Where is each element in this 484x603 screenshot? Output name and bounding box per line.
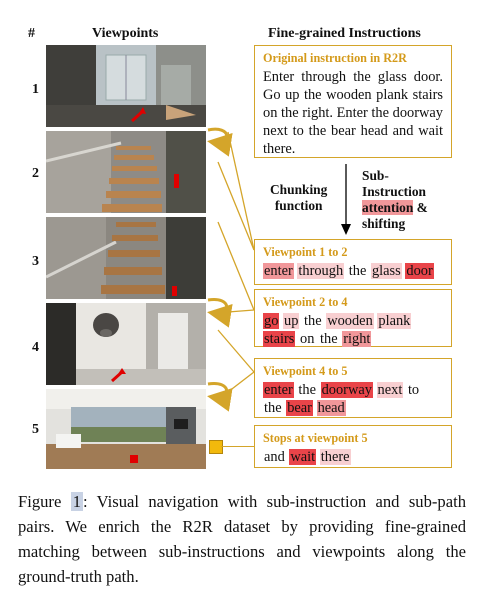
col-header-viewpoints: Viewpoints [92,26,159,41]
subinstruction-box-2: Viewpoint 2 to 4 go up the wooden plank … [254,289,452,347]
token: on [300,331,315,347]
token: bear [286,400,313,416]
subinstruction-tokens-4: and wait there [263,448,443,466]
row-number-2: 2 [32,166,39,181]
subinstruction-title-1: Viewpoint 1 to 2 [263,245,348,259]
token: right [342,331,372,347]
row-number-5: 5 [32,422,39,437]
subinstruction-tokens-3: enter the doorway next to the bear head [263,381,443,417]
token: enter [263,263,294,279]
token: and [264,449,285,465]
down-arrow-icon [341,164,351,235]
subinstruction-box-3: Viewpoint 4 to 5 enter the doorway next … [254,358,452,418]
subinstruction-box-4: Stops at viewpoint 5 and wait there [254,425,452,468]
token: doorway [320,382,373,398]
subinstruction-title-4: Stops at viewpoint 5 [263,431,368,445]
viewpoint-photo-2 [46,131,206,213]
token: plank [377,313,412,329]
token: next [376,382,404,398]
caption-text: : Visual navigation with sub-instruction… [18,492,466,586]
viewpoint-photo-4 [46,303,206,385]
token: there [319,449,351,465]
token: the [264,400,282,416]
token: door [405,263,434,279]
caption-figure-number: 1 [70,492,83,511]
viewpoint-photo-5 [46,389,206,469]
col-header-number: # [28,26,35,41]
viewpoint-photo-1 [46,45,206,127]
token: wooden [326,313,374,329]
row-number-3: 3 [32,254,39,269]
original-instruction-box: Original instruction in R2R Enter throug… [254,45,452,158]
subinstruction-title-2: Viewpoint 2 to 4 [263,295,348,309]
token: stairs [263,331,296,347]
token: enter [263,382,294,398]
token: to [407,382,420,398]
token: up [283,313,300,329]
subinstruction-tokens-2: go up the wooden plank stairs on the rig… [263,312,443,348]
original-instruction-title: Original instruction in R2R [263,51,407,65]
token: the [298,382,316,398]
viewpoint-photo-3 [46,217,206,299]
token: the [304,313,322,329]
token: the [320,331,338,347]
attention-highlight: attention [362,200,414,215]
subinstruction-attention-label: Sub- Instruction attention & shifting [362,168,428,231]
token: the [348,263,367,279]
original-instruction-text: Enter through the glass door. Go up the … [263,69,443,157]
token: head [316,400,346,416]
caption-prefix: Figure [18,492,71,511]
row-number-1: 1 [32,82,39,97]
token: glass [370,263,402,279]
token: go [263,313,280,329]
row-number-4: 4 [32,340,39,355]
figure-caption: Figure 1: Visual navigation with sub-ins… [18,489,466,589]
chunking-label: Chunking function [270,182,328,213]
subinstruction-tokens-1: enter through the glass door [263,262,443,280]
subinstruction-box-1: Viewpoint 1 to 2 enter through the glass… [254,239,452,285]
token: wait [289,449,317,465]
token: through [297,263,345,279]
subinstruction-title-3: Viewpoint 4 to 5 [263,364,348,378]
stop-marker-connector [221,446,254,448]
col-header-instructions: Fine-grained Instructions [268,26,421,41]
